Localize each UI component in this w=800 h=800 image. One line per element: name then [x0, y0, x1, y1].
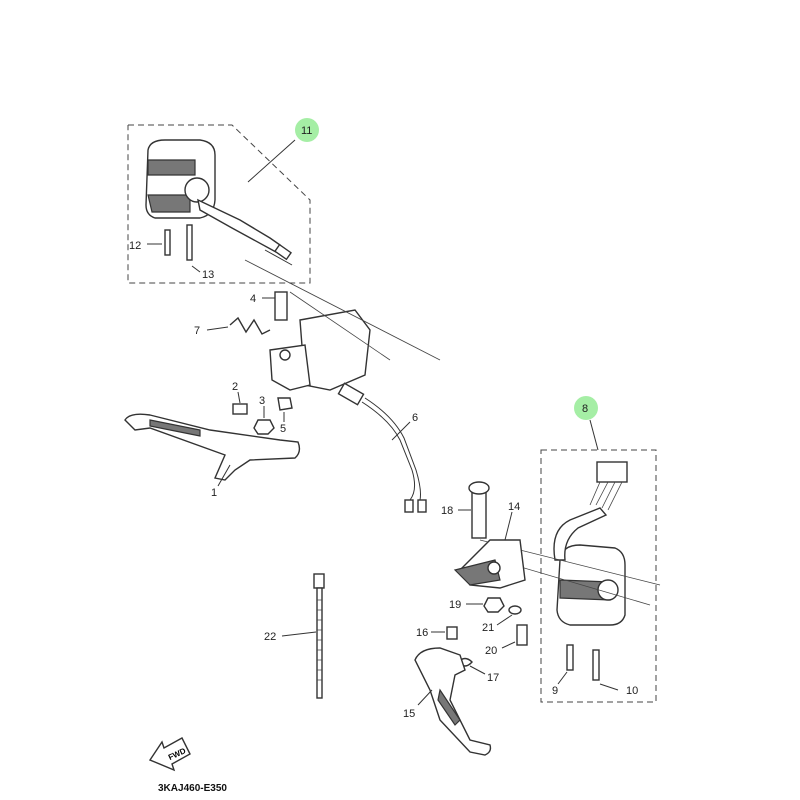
- callout-16: 16: [416, 627, 428, 639]
- callout-19: 19: [449, 599, 461, 611]
- highlight-11: [295, 118, 319, 142]
- callout-1: 1: [211, 487, 217, 499]
- bolt: [516, 624, 528, 646]
- bolt: [232, 403, 248, 415]
- callout-7: 7: [194, 325, 200, 337]
- callout-5: 5: [280, 423, 286, 435]
- clutch-lever-holder: [453, 481, 526, 589]
- forward-arrow-icon: FWD: [148, 737, 191, 772]
- washer: [277, 397, 293, 411]
- clutch-lever: [414, 647, 492, 756]
- brake-switch-cable: [337, 382, 427, 513]
- callout-10: 10: [626, 685, 638, 697]
- callout-15: 15: [403, 708, 415, 720]
- left-handlebar-switch: [145, 139, 293, 266]
- callout-2: 2: [232, 381, 238, 393]
- callout-17: 17: [487, 672, 499, 684]
- brake-master-cylinder: [244, 259, 441, 391]
- diagram-code: 3KAJ460-E350: [158, 783, 227, 794]
- collar: [446, 626, 458, 640]
- callout-13: 13: [202, 269, 214, 281]
- callout-12: 12: [129, 240, 141, 252]
- nut: [253, 419, 275, 435]
- right-handlebar-switch: [479, 461, 661, 681]
- callout-11: 11: [301, 125, 312, 137]
- callout-6: 6: [412, 412, 418, 424]
- group-box-11: [127, 124, 311, 284]
- callout-21: 21: [482, 622, 494, 634]
- cable-tie: [313, 573, 325, 699]
- callout-18: 18: [441, 505, 453, 517]
- washer: [508, 605, 522, 615]
- nut: [483, 597, 505, 613]
- callout-9: 9: [552, 685, 558, 697]
- callout-22: 22: [264, 631, 276, 643]
- callout-3: 3: [259, 395, 265, 407]
- callout-8: 8: [582, 403, 588, 415]
- group-box-8: [540, 449, 657, 703]
- callout-20: 20: [485, 645, 497, 657]
- brake-lever: [124, 413, 301, 481]
- highlight-8: [574, 396, 598, 420]
- callout-14: 14: [508, 501, 520, 513]
- spring: [229, 316, 271, 335]
- callout-4: 4: [250, 293, 256, 305]
